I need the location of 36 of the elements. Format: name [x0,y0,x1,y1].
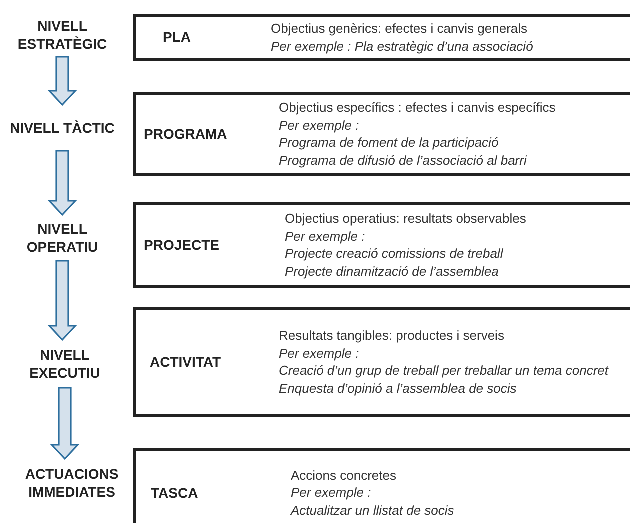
description-text: Resultats tangibles: productes i serveis [279,327,506,344]
example-text: Per exemple : [279,116,360,134]
level-box [133,14,630,61]
level-label: NIVELL ESTRATÈGIC [16,17,108,53]
example-text: Projecte dinamització de l’assemblea [285,262,500,280]
description-text: Objectius genèrics: efectes i canvis generals [271,20,529,38]
box-title: ACTIVITAT [150,352,222,372]
level-label: NIVELL OPERATIU [26,220,100,256]
block-arrow [50,387,80,460]
description-text: Accions concretes [291,466,398,484]
level-box [133,202,630,288]
level-box [133,448,630,523]
block-arrow [48,56,78,106]
example-text: Creació d’un grup de treball per treballar un tema concret [279,362,610,380]
example-text: Per exemple : [279,344,360,362]
level-label: NIVELL TÀCTIC [10,119,115,137]
block-arrow [48,260,78,342]
example-text: Projecte creació comissions de treball [285,245,504,262]
example-text: Per exemple : [291,484,372,502]
level-box [133,92,630,176]
description-text: Objectius específics : efectes i canvis específics [279,99,557,116]
level-box [133,307,630,417]
example-text: Enquesta d’opinió a l’assemblea de socis [279,380,518,397]
example-text: Actualitzar un llistat de socis [291,502,456,520]
box-title: PROGRAMA [144,124,228,144]
block-arrow [48,150,78,216]
example-text: Per exemple : Pla estratègic d’una associació [271,38,534,55]
box-title: PROJECTE [144,236,220,254]
level-label: ACTUACIONS IMMEDIATES [24,465,120,501]
example-text: Programa de foment de la participació [279,134,500,152]
example-text: Per exemple : [285,228,366,245]
example-text: Programa de difusió de l’associació al barri [279,152,528,169]
box-title: PLA [163,28,191,47]
description-text: Objectius operatius: resultats observables [285,210,528,228]
level-label: NIVELL EXECUTIU [28,346,102,382]
box-title: TASCA [151,484,198,502]
